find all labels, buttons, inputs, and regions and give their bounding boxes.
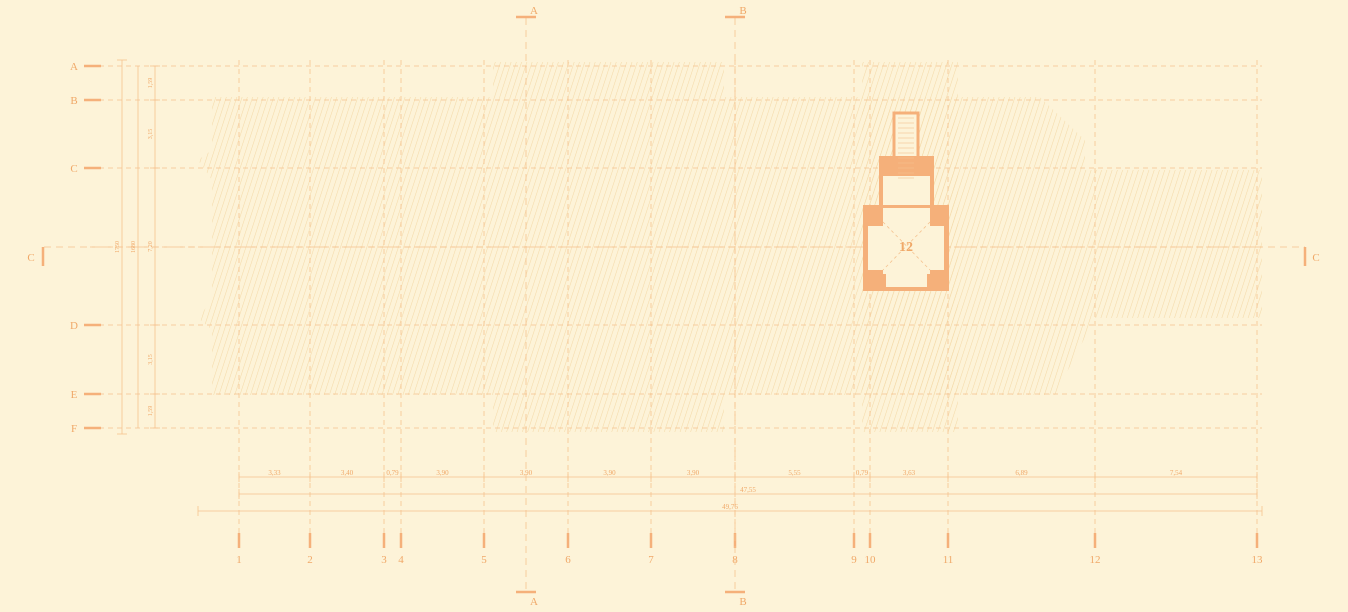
- tower-bottom-inner: [886, 273, 927, 287]
- column-axis-label-4: 4: [398, 554, 404, 566]
- tower-stair-steps: [898, 117, 914, 179]
- hatched-roof-top: [493, 62, 724, 97]
- section-b-top-label: B: [739, 5, 746, 17]
- column-axis-label-6: 6: [565, 554, 571, 566]
- dimension-label: 3,90: [603, 469, 616, 477]
- dimension-label: 7,54: [1170, 469, 1183, 477]
- tower-upper-inner: [883, 176, 930, 208]
- row-dimension-inner-label: 1680: [131, 241, 137, 253]
- column-axis-label-9: 9: [851, 554, 857, 566]
- row-dimension-total-label: 1750: [115, 241, 121, 253]
- hatched-roof-main: [198, 97, 1262, 395]
- row-dimension-label: 1,59: [148, 78, 154, 89]
- row-dimension-label: 1,59: [148, 406, 154, 417]
- hatched-roof-bottom: [493, 395, 724, 432]
- column-axis-label-11: 11: [943, 554, 954, 566]
- row-axis-label-c: C: [70, 163, 77, 175]
- section-c-left-label: C: [27, 252, 34, 264]
- dimension-label: 6,89: [1015, 469, 1028, 477]
- dimension-label: 3,33: [268, 469, 281, 477]
- row-dimension-label: 3,15: [148, 129, 154, 140]
- row-axis-label-b: B: [70, 95, 77, 107]
- dimension-label: 3,40: [341, 469, 354, 477]
- column-axis-label-3: 3: [381, 554, 387, 566]
- row-dimension-label: 3,15: [148, 354, 154, 365]
- row-dimension-label: 7,20: [148, 241, 154, 252]
- dimension-total-label: 47,55: [740, 486, 756, 494]
- dimension-overall-label: 49,76: [722, 503, 738, 511]
- column-axis-label-1: 1: [236, 554, 242, 566]
- tower-diagonal: [882, 221, 931, 271]
- column-axis-label-12: 12: [1090, 554, 1101, 566]
- dimension-lines: 3,33 3,40 0,79 3,90 3,90 3,90 3,90 5,55 0,79 3,63…: [115, 59, 1263, 516]
- section-a-bottom-label: A: [530, 596, 538, 608]
- row-axis-label-f: F: [71, 423, 77, 435]
- dimension-label: 3,90: [520, 469, 533, 477]
- room-number: 12: [899, 240, 913, 255]
- tower-core: [883, 208, 930, 274]
- dimension-label: 5,55: [788, 469, 801, 477]
- dimension-label: 3,90: [687, 469, 700, 477]
- row-axis-label-e: E: [71, 389, 78, 401]
- tower-room: 12: [863, 111, 949, 291]
- column-axis-label-5: 5: [481, 554, 487, 566]
- row-axis-label-d: D: [70, 320, 78, 332]
- dimension-label: 3,90: [436, 469, 449, 477]
- column-axis-label-7: 7: [648, 554, 654, 566]
- dimension-label: 0,79: [856, 469, 869, 477]
- section-b-bottom-label: B: [739, 596, 746, 608]
- column-axis-label-13: 13: [1252, 554, 1264, 566]
- section-a-top-label: A: [530, 5, 538, 17]
- column-axis-label-2: 2: [307, 554, 313, 566]
- row-axis-label-a: A: [70, 61, 78, 73]
- tower-diagonal: [882, 221, 931, 271]
- dimension-label: 0,79: [386, 469, 399, 477]
- section-markers: A A B B C C: [27, 5, 1319, 608]
- column-axis-label-10: 10: [865, 554, 877, 566]
- dimension-label: 3,63: [903, 469, 916, 477]
- section-c-right-label: C: [1312, 252, 1319, 264]
- tower-stair-shaft: [892, 111, 920, 161]
